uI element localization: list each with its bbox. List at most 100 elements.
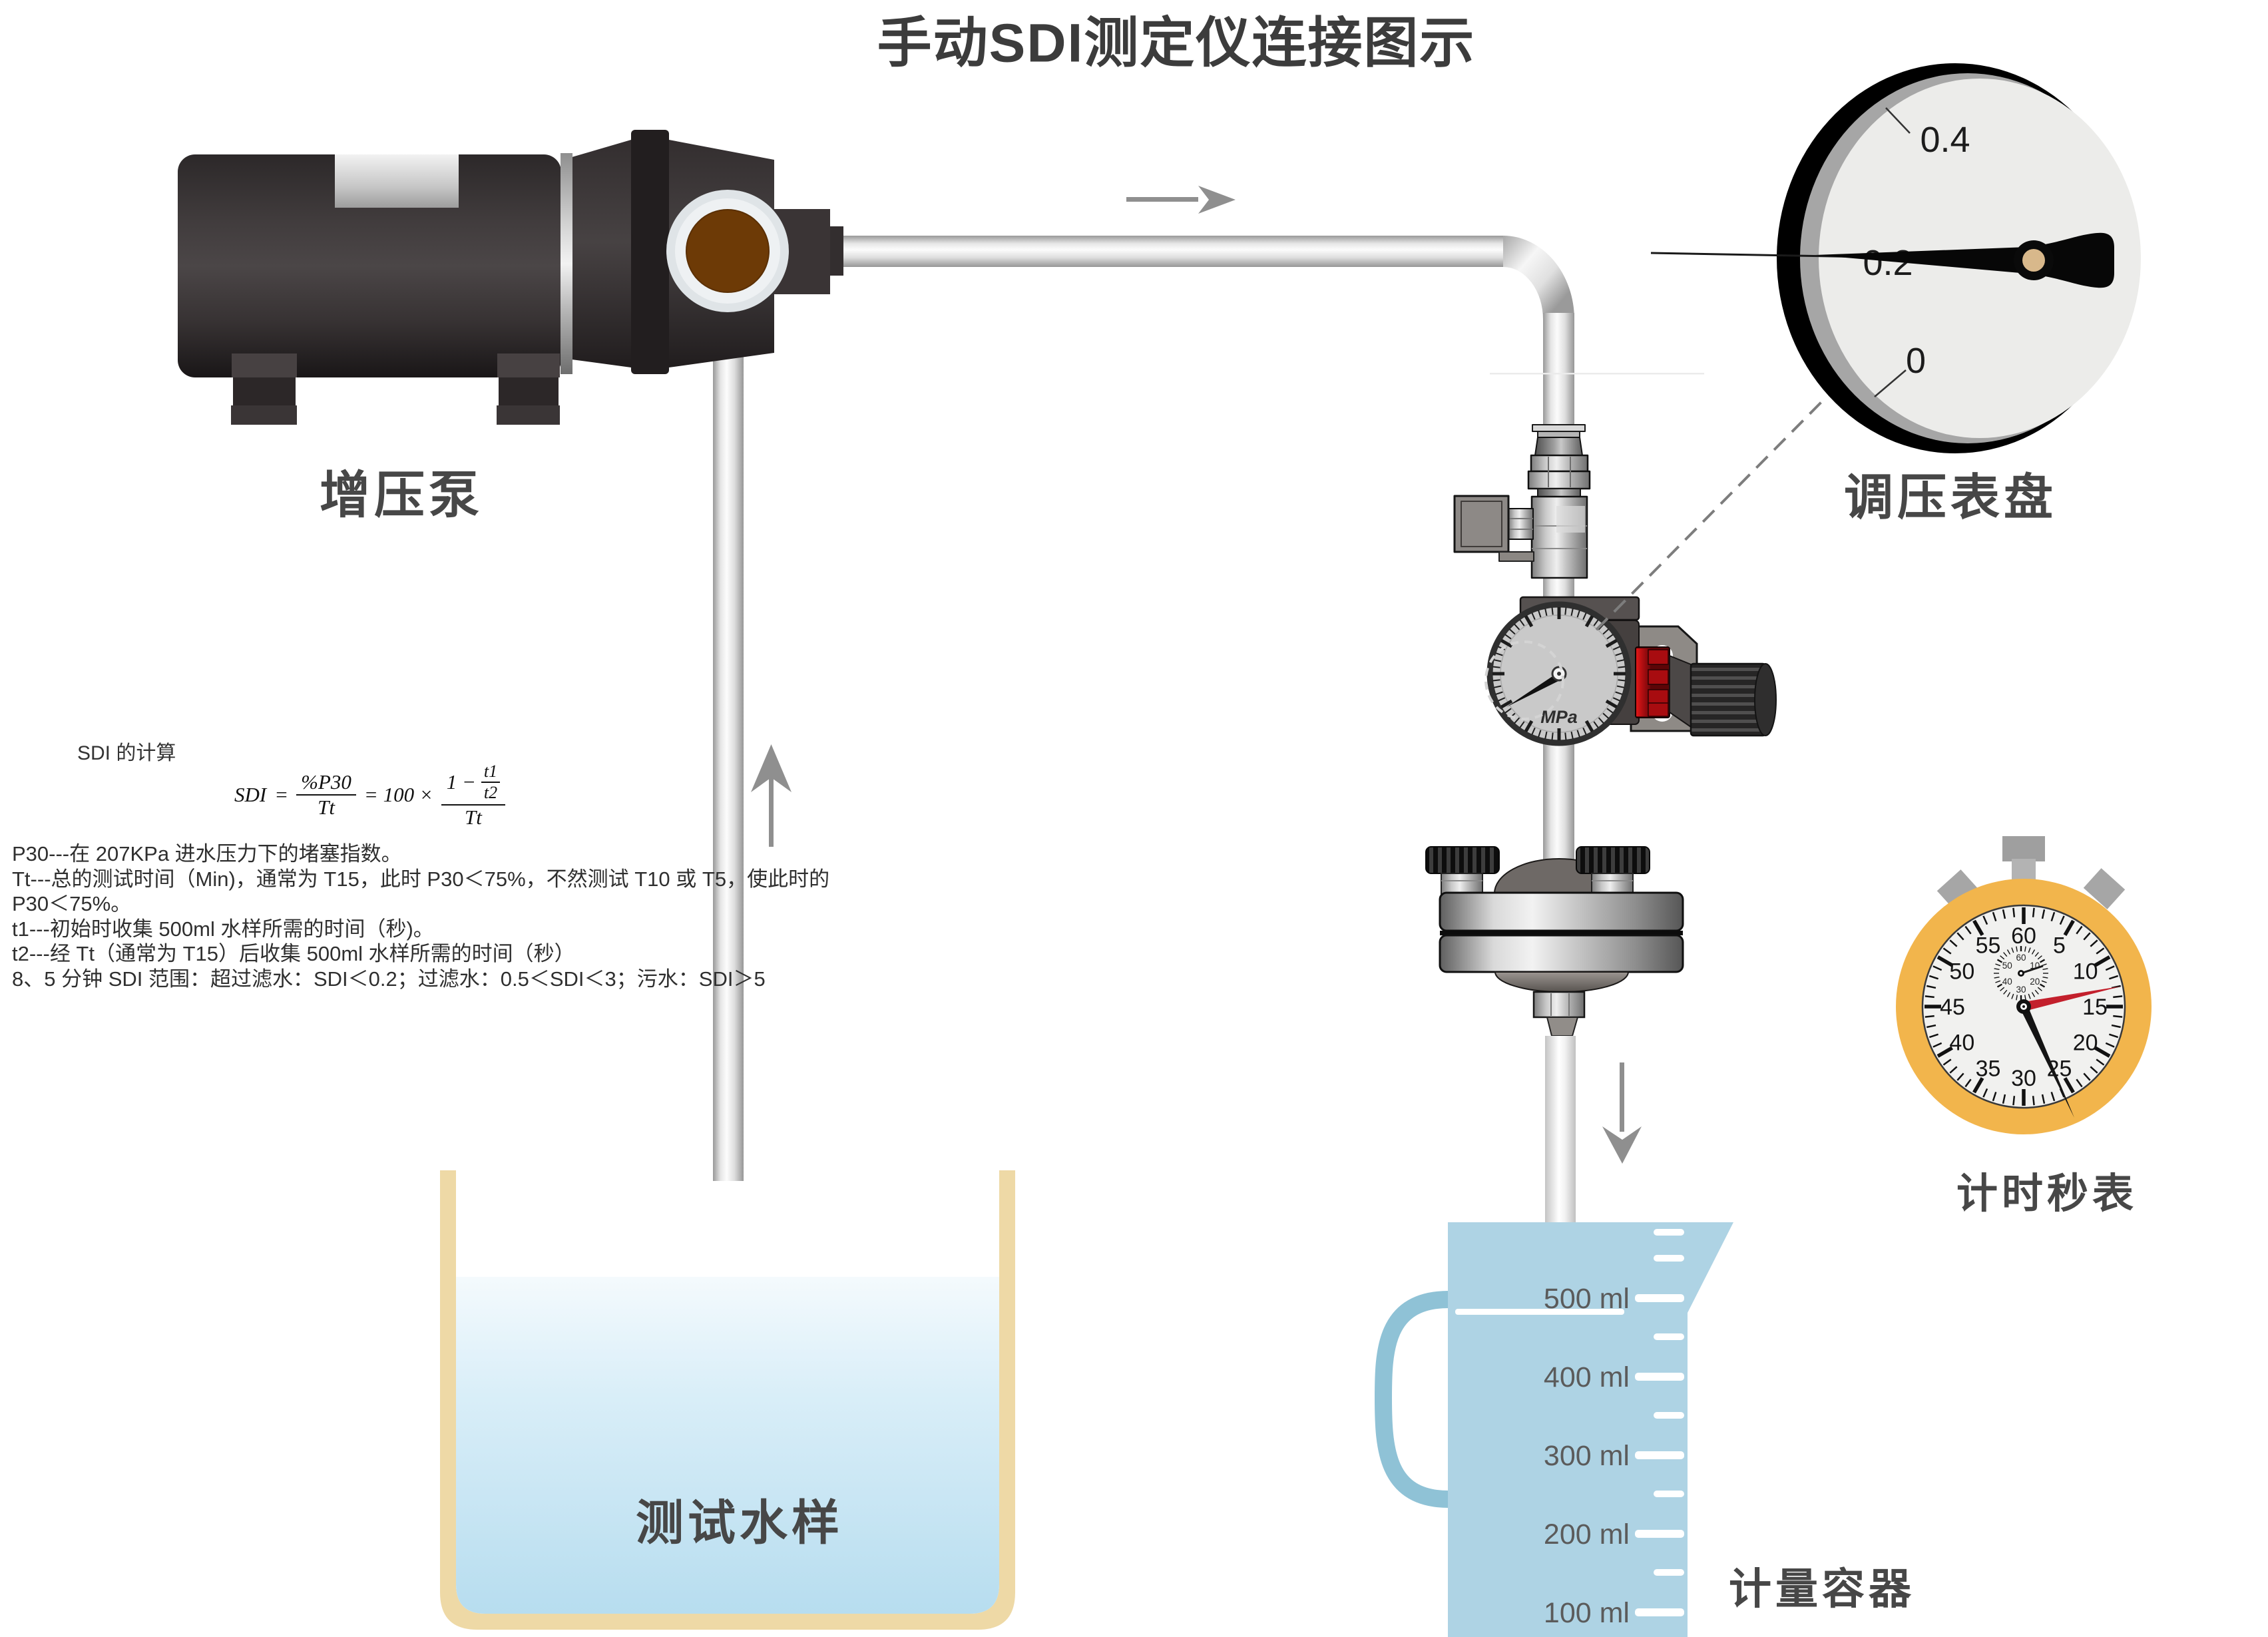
stopwatch-label: 计时秒表	[1956, 1171, 2138, 1217]
pressure-gauge: MPa	[1486, 601, 1632, 746]
regulator-dial-inset: 0.4 0.2 0	[1650, 63, 2141, 453]
stopwatch-right-button[interactable]	[2083, 868, 2126, 909]
valve-handle	[1453, 495, 1534, 562]
pump-port	[666, 190, 789, 312]
dial-value-0: 0	[1906, 341, 1926, 381]
cup-tick	[1654, 1569, 1684, 1576]
cup-tick	[1635, 1608, 1684, 1616]
sdi-line: t2---经 Tt（通常为 T15）后收集 500ml 水样所需的时间（秒）	[12, 942, 575, 966]
pump-label: 增压泵	[320, 467, 483, 524]
gauge-needle	[1506, 670, 1566, 707]
cup-label: 计量容器	[1729, 1565, 1915, 1613]
stopwatch-number: 45	[1940, 995, 1965, 1020]
sdi-line: P30＜75%。	[12, 892, 132, 916]
cup-handle	[1374, 1291, 1449, 1508]
flow-arrow-down-icon	[1602, 1062, 1642, 1164]
gauge-unit-label: MPa	[1540, 707, 1578, 727]
stopwatch-number: 55	[1976, 933, 2001, 958]
inlet-valve-assembly	[1453, 424, 1591, 579]
sdi-line: t1---初始时收集 500ml 水样所需的时间（秒)。	[12, 917, 434, 941]
sdi-notes: P30---在 207KPa 进水压力下的堵塞指数。 Tt---总的测试时间（M…	[12, 841, 830, 992]
pump-foot-left	[231, 353, 297, 425]
sdi-line: P30---在 207KPa 进水压力下的堵塞指数。	[12, 842, 402, 865]
page-title: 手动SDI测定仪连接图示	[877, 13, 1476, 74]
pump-seam-band	[561, 153, 572, 374]
dial-label: 调压表盘	[1844, 469, 2057, 525]
stopwatch-number: 35	[1976, 1056, 2001, 1082]
stopwatch-subdial-number: 20	[2030, 977, 2040, 987]
cup-scale-label: 200 ml	[1544, 1519, 1630, 1550]
stopwatch-number: 15	[2082, 995, 2108, 1020]
formula-eq2: = 100 ×	[363, 782, 433, 806]
pressure-regulator: MPa	[1484, 399, 1824, 746]
cup-tick	[1654, 1255, 1684, 1262]
stopwatch-red-hand	[2022, 986, 2122, 1011]
guide-line	[1490, 373, 1704, 375]
sample-beaker	[440, 1132, 1015, 1630]
dial-value-02: 0.2	[1863, 243, 1913, 283]
dial-value-04: 0.4	[1920, 120, 1970, 160]
magnifier-leader-line	[1595, 399, 1824, 631]
pump-body	[178, 154, 561, 377]
stopwatch-number: 5	[2053, 933, 2066, 958]
sdi-formula: SDI = %P30 Tt = 100 × 1 − t1 t2 Tt	[234, 760, 506, 829]
cup-500ml-line	[1455, 1309, 1624, 1315]
outlet-tube	[1545, 1036, 1576, 1229]
cup-spout	[1688, 1222, 1733, 1313]
sdi-heading: SDI 的计算	[77, 742, 176, 764]
beaker-water	[456, 1277, 999, 1614]
stopwatch-subdial-number: 40	[2002, 977, 2012, 987]
cup-tick	[1635, 1451, 1684, 1459]
stopwatch-black-hand	[2020, 1005, 2074, 1118]
booster-pump	[178, 130, 843, 425]
thumbscrew-left[interactable]	[1425, 846, 1500, 895]
pump-collar	[631, 130, 669, 374]
stopwatch-ticks	[1925, 907, 2123, 1106]
regulator-red-ring	[1635, 646, 1670, 718]
cup-scale-label: 100 ml	[1544, 1597, 1630, 1629]
measuring-cup: 500 ml 400 ml 300 ml 200 ml 100 ml	[1374, 1222, 1733, 1637]
pump-top-plate	[335, 154, 459, 208]
magnifier-source-circle	[1484, 640, 1564, 720]
cup-tick	[1635, 1373, 1684, 1381]
pump-foot-right	[497, 353, 560, 425]
cup-tick	[1654, 1333, 1684, 1340]
cup-scale-label: 400 ml	[1544, 1361, 1630, 1393]
flow-arrow-right-icon	[1126, 186, 1236, 214]
beaker-label: 测试水样	[635, 1497, 844, 1550]
pipe-pump-to-beaker	[713, 261, 744, 1180]
stopwatch-subdial-number: 50	[2002, 961, 2012, 971]
stopwatch-number: 40	[1949, 1031, 1974, 1056]
cup-body	[1448, 1222, 1688, 1637]
formula-lhs: SDI	[234, 782, 267, 806]
cup-tick	[1654, 1412, 1684, 1419]
cup-tick	[1654, 1229, 1684, 1236]
sdi-line: 8、5 分钟 SDI 范围：超过滤水：SDI＜0.2；过滤水：0.5＜SDI＜3…	[12, 967, 766, 991]
stopwatch-subdial-number: 60	[2016, 953, 2026, 963]
cup-scale-marks: 500 ml 400 ml 300 ml 200 ml 100 ml	[1544, 1255, 1684, 1629]
stopwatch-left-button[interactable]	[1936, 869, 1979, 911]
pump-outlet-step	[830, 226, 843, 276]
stopwatch-number: 30	[2011, 1066, 2036, 1091]
stopwatch-subdial-number: 30	[2016, 985, 2026, 995]
cup-scale-label: 300 ml	[1544, 1440, 1630, 1472]
cup-tick	[1635, 1294, 1684, 1302]
stopwatch-number: 60	[2011, 923, 2036, 949]
pipe-horizontal	[843, 236, 1505, 267]
cup-scale-label: 500 ml	[1544, 1283, 1630, 1315]
flow-arrow-up-icon	[751, 744, 792, 847]
regulator-knob[interactable]	[1690, 662, 1777, 737]
cup-tick	[1654, 1491, 1684, 1497]
thumbscrew-right[interactable]	[1576, 846, 1650, 895]
sdi-line: Tt---总的测试时间（Min)，通常为 T15，此时 P30＜75%，不然测试…	[12, 867, 830, 891]
beaker-inlet-pipe-end	[713, 1132, 744, 1181]
stopwatch-crown-button[interactable]	[2002, 836, 2045, 861]
stopwatch-number: 20	[2073, 1031, 2098, 1056]
formula-frac2: 1 − t1 t2 Tt	[441, 760, 506, 829]
cup-tick	[1635, 1530, 1684, 1538]
stopwatch-number: 10	[2073, 959, 2098, 985]
